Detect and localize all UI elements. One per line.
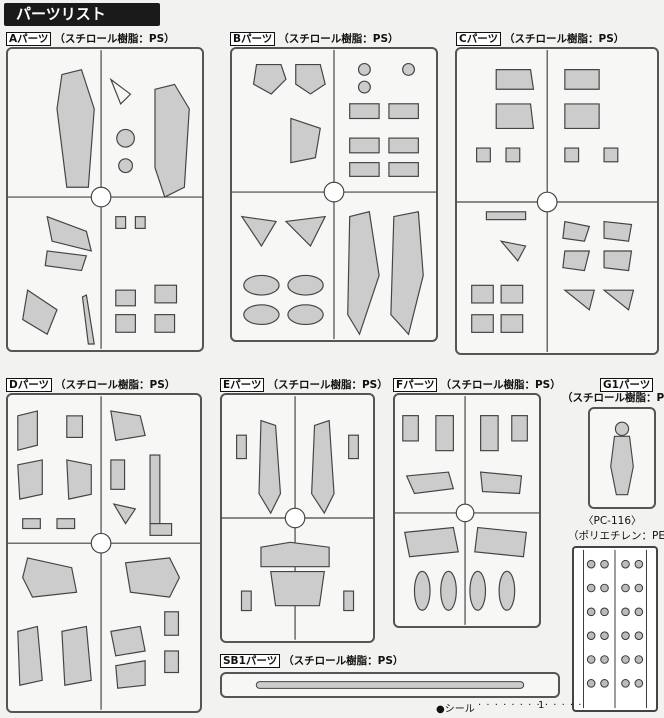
sprue-c-drawing (457, 50, 657, 352)
sprue-sb1-drawing (255, 681, 525, 689)
panel-c-material: （スチロール樹脂：PS） (504, 33, 625, 45)
panel-f-material: （スチロール樹脂：PS） (440, 379, 561, 391)
seal-leader: · · · · · · · · · · · · · (478, 700, 583, 711)
sprue-d-drawing (8, 396, 200, 710)
panel-d-caption: Dパーツ（スチロール樹脂：PS） (6, 378, 175, 392)
panel-c-tag: Cパーツ (456, 32, 501, 46)
panel-c-caption: Cパーツ（スチロール樹脂：PS） (456, 32, 624, 46)
sprue-f (393, 393, 541, 628)
panel-sb1-material: （スチロール樹脂：PS） (283, 655, 404, 667)
panel-b-tag: Bパーツ (230, 32, 276, 46)
sprue-d (6, 393, 202, 713)
panel-g1-material: （スチロール樹脂：PS） (562, 392, 664, 404)
sprue-a-drawing (8, 50, 202, 349)
panel-sb1-caption: SB1パーツ（スチロール樹脂：PS） (220, 654, 403, 668)
panel-g1-tag: G1パーツ (600, 378, 654, 392)
sprue-b-drawing (232, 49, 436, 340)
sprue-b (230, 47, 438, 342)
panel-g1-tag-caption: G1パーツ (600, 378, 656, 392)
panel-a-caption: Aパーツ（スチロール樹脂：PS） (6, 32, 175, 46)
pc-material: （ポリエチレン：PE） (568, 530, 664, 542)
sprue-g1 (588, 407, 656, 509)
sprue-sb1 (220, 672, 560, 698)
sprue-e-drawing (222, 396, 373, 640)
pc-runner (572, 546, 658, 712)
panel-b-caption: Bパーツ（スチロール樹脂：PS） (230, 32, 399, 46)
panel-d-material: （スチロール樹脂：PS） (55, 379, 176, 391)
sprue-f-drawing (395, 396, 539, 625)
panel-f-caption: Fパーツ（スチロール樹脂：PS） (393, 378, 561, 392)
sprue-a (6, 47, 204, 352)
panel-a-tag: Aパーツ (6, 32, 52, 46)
sprue-e (220, 393, 375, 643)
panel-d-tag: Dパーツ (6, 378, 53, 392)
panel-e-tag: Eパーツ (220, 378, 265, 392)
panel-b-material: （スチロール樹脂：PS） (278, 33, 399, 45)
seal-count: 1 (538, 700, 545, 711)
sprue-g1-drawing (610, 421, 634, 496)
panel-sb1-tag: SB1パーツ (220, 654, 281, 668)
panel-f-tag: Fパーツ (393, 378, 438, 392)
pc-code: 〈PC-116〉 (583, 515, 642, 527)
panel-a-material: （スチロール樹脂：PS） (54, 33, 175, 45)
panel-e-material: （スチロール樹脂：PS） (267, 379, 388, 391)
seal-label: ●シール (436, 704, 475, 715)
pc-runner-drawing (583, 549, 647, 709)
panel-e-caption: Eパーツ（スチロール樹脂：PS） (220, 378, 388, 392)
sprue-c (455, 47, 659, 355)
page-title: パーツリスト (4, 3, 160, 26)
